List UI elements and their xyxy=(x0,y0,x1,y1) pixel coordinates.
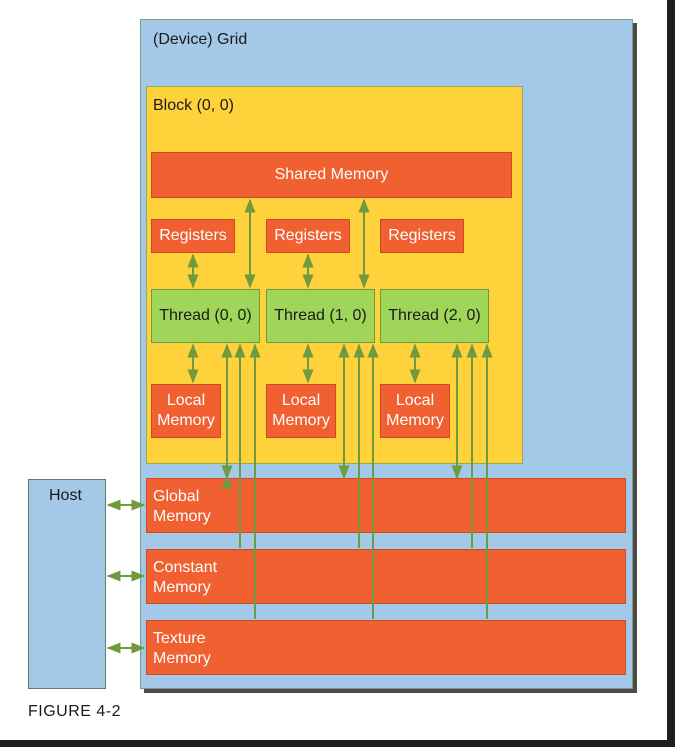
thread-0: Thread (0, 0) xyxy=(151,289,260,343)
local-memory-0: Local Memory xyxy=(151,384,221,438)
constant-memory: Constant Memory xyxy=(146,549,626,604)
registers-1: Registers xyxy=(266,219,350,253)
block-label: Block (0, 0) xyxy=(153,97,234,114)
host-label: Host xyxy=(49,487,82,504)
grid-label: (Device) Grid xyxy=(153,31,248,48)
registers-0: Registers xyxy=(151,219,235,253)
figure-canvas: (Device) Grid Block (0, 0) Shared Memory… xyxy=(0,0,667,740)
local-memory-2: Local Memory xyxy=(380,384,450,438)
shared-memory: Shared Memory xyxy=(151,152,512,198)
local-memory-1: Local Memory xyxy=(266,384,336,438)
figure-caption: FIGURE 4-2 xyxy=(28,703,122,720)
thread-2: Thread (2, 0) xyxy=(380,289,489,343)
global-memory: Global Memory xyxy=(146,478,626,533)
registers-2: Registers xyxy=(380,219,464,253)
texture-memory: Texture Memory xyxy=(146,620,626,675)
thread-1: Thread (1, 0) xyxy=(266,289,375,343)
host: Host xyxy=(28,479,106,689)
